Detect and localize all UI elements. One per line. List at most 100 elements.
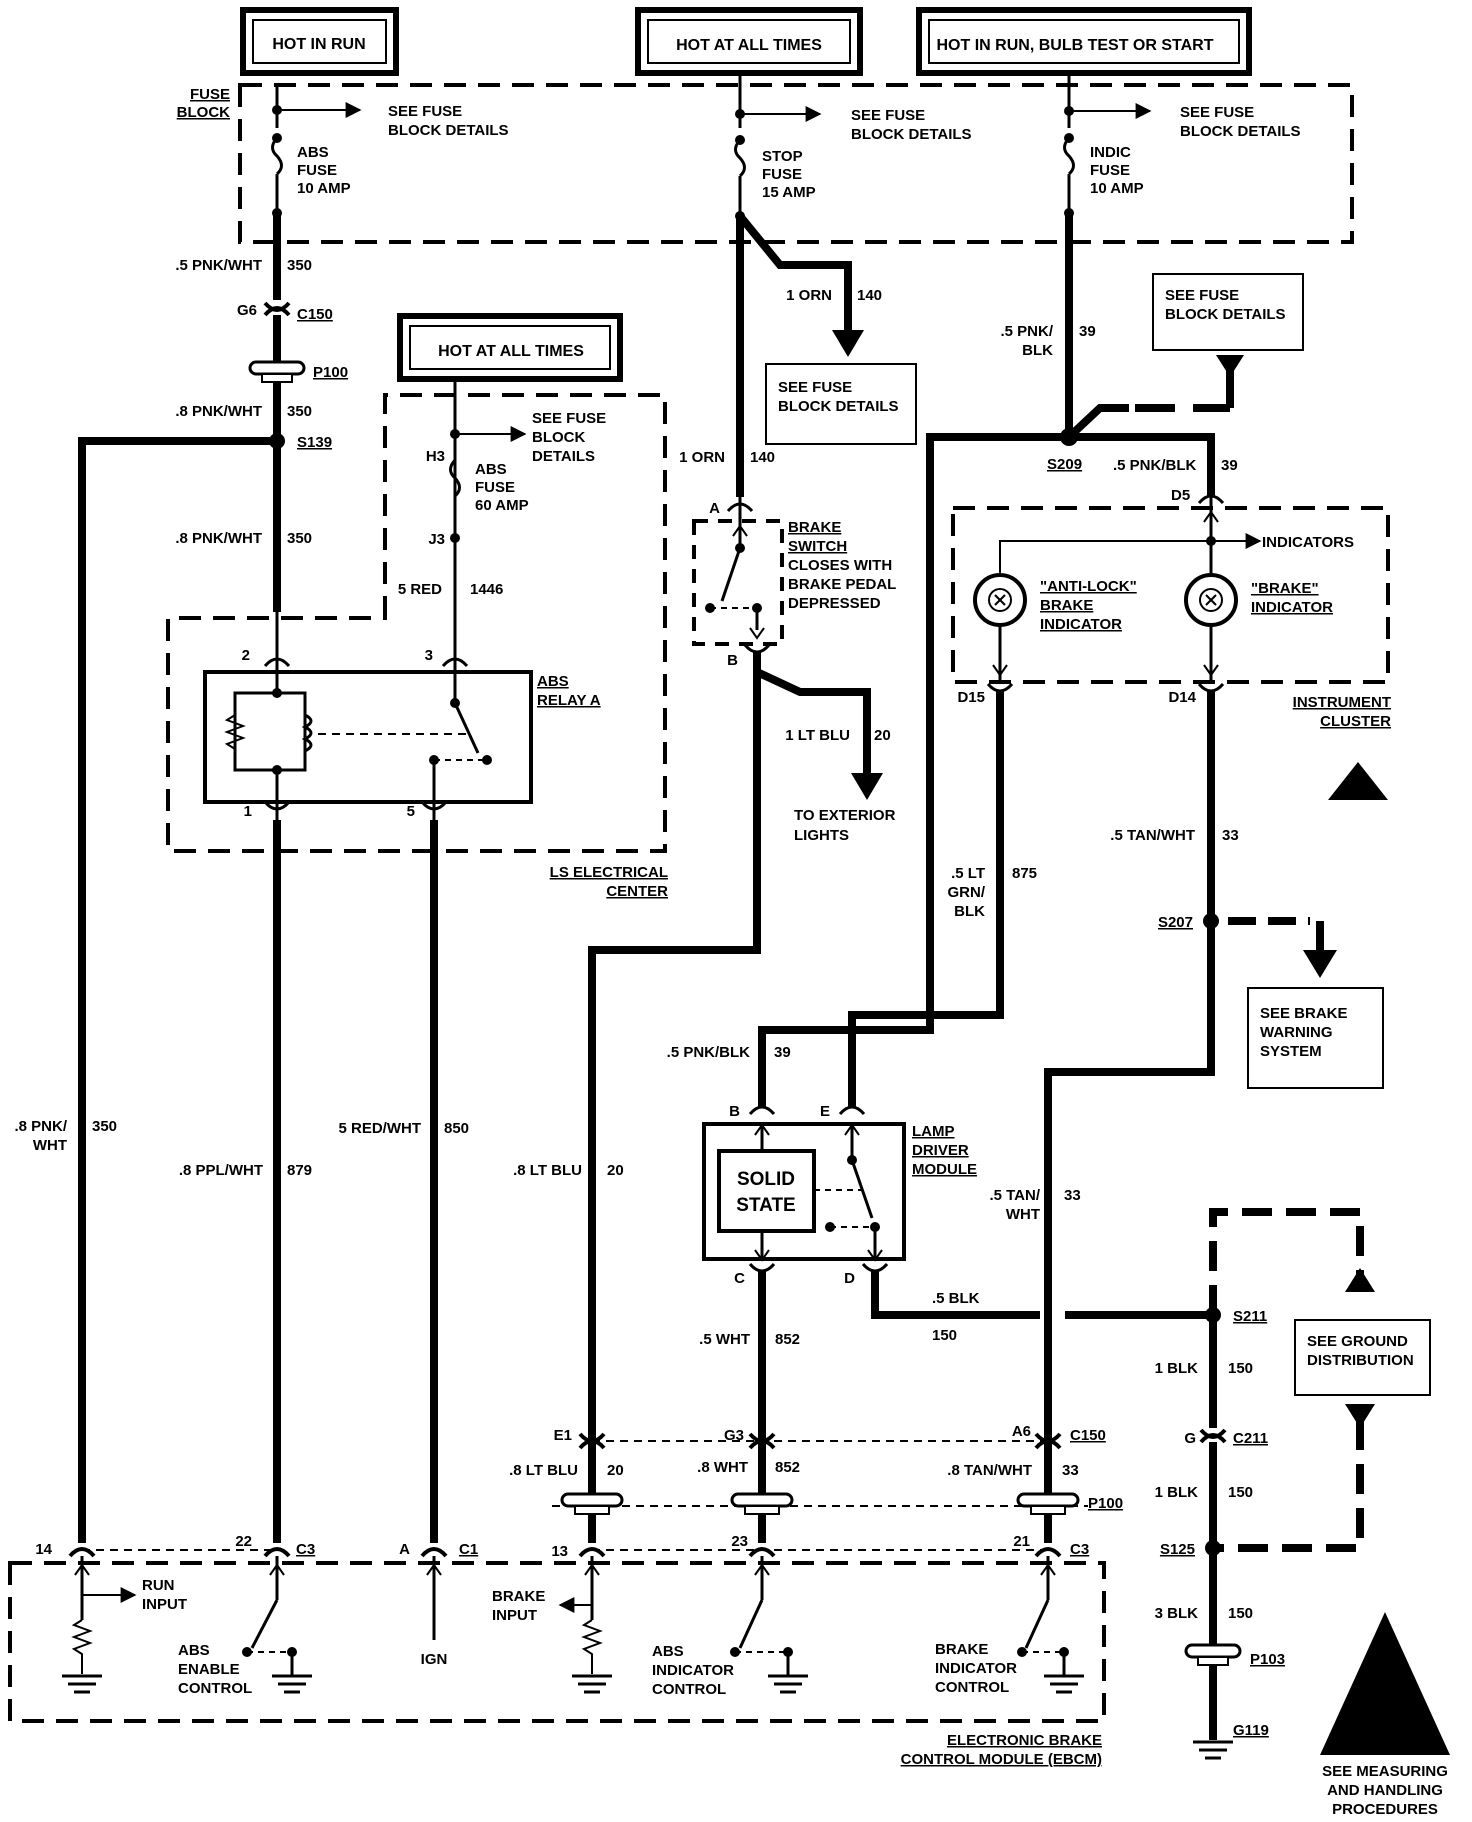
svg-text:INDICATOR: INDICATOR: [1040, 616, 1122, 633]
svg-text:S211: S211: [1233, 1308, 1267, 1325]
svg-text:WARNING: WARNING: [1260, 1024, 1333, 1041]
svg-text:BRAKE PEDAL: BRAKE PEDAL: [788, 576, 896, 593]
svg-text:INDICATORS: INDICATORS: [1262, 534, 1354, 551]
svg-text:RUN: RUN: [142, 1577, 175, 1594]
svg-text:20: 20: [607, 1462, 624, 1479]
esd-warning-icon: [1328, 762, 1388, 800]
svg-text:SEE FUSE: SEE FUSE: [851, 107, 925, 124]
svg-text:5 RED: 5 RED: [398, 581, 442, 598]
see-fuse-block-box-1: SEE FUSE BLOCK DETAILS: [765, 363, 917, 445]
svg-text:CONTROL: CONTROL: [935, 1679, 1009, 1696]
svg-text:.8 LT BLU: .8 LT BLU: [509, 1462, 578, 1479]
ground-distribution: SEE GROUND DISTRIBUTION 1 BLK 150 G C211…: [1155, 1208, 1431, 1760]
svg-text:G: G: [1184, 1430, 1196, 1447]
svg-text:SEE BRAKE: SEE BRAKE: [1260, 1005, 1348, 1022]
svg-text:FUSE: FUSE: [297, 162, 337, 179]
svg-text:ELECTRONIC BRAKE: ELECTRONIC BRAKE: [947, 1732, 1102, 1749]
circuit-39: .5 PNK/ BLK 39 S209 .5 PNK/BLK 39 D5 .5 …: [667, 213, 1244, 1107]
svg-text:350: 350: [287, 257, 312, 274]
svg-text:150: 150: [932, 1327, 957, 1344]
svg-text:SEE FUSE: SEE FUSE: [1180, 104, 1254, 121]
svg-text:FUSE: FUSE: [190, 86, 230, 103]
svg-text:20: 20: [607, 1162, 624, 1179]
svg-text:.8 WHT: .8 WHT: [697, 1459, 748, 1476]
svg-text:FUSE: FUSE: [762, 166, 802, 183]
esd-handling-note: SEE MEASURING AND HANDLING PROCEDURES: [1320, 1612, 1450, 1818]
svg-text:ABS: ABS: [475, 461, 507, 478]
svg-text:SEE MEASURING: SEE MEASURING: [1322, 1763, 1448, 1780]
header-hot-in-run: HOT IN RUN: [240, 7, 399, 76]
svg-text:B: B: [727, 652, 738, 669]
svg-text:1 ORN: 1 ORN: [786, 287, 832, 304]
svg-text:INSTRUMENT: INSTRUMENT: [1293, 694, 1391, 711]
brake-switch: A B BRAKE SWITCH CLOSES WITH BRAKE PEDAL…: [692, 497, 896, 669]
svg-text:D15: D15: [957, 689, 985, 706]
circuit-150-lamp: .5 BLK 150 S211: [871, 1270, 1267, 1344]
header-hot-at-all-times-2: HOT AT ALL TIMES: [397, 313, 623, 382]
svg-text:FUSE: FUSE: [1090, 162, 1130, 179]
svg-text:S125: S125: [1160, 1541, 1195, 1558]
svg-text:C3: C3: [1070, 1541, 1089, 1558]
svg-text:.8 TAN/WHT: .8 TAN/WHT: [947, 1462, 1032, 1479]
svg-text:LS ELECTRICAL: LS ELECTRICAL: [550, 864, 668, 881]
svg-text:FUSE: FUSE: [475, 479, 515, 496]
svg-text:.5 BLK: .5 BLK: [932, 1290, 980, 1307]
esd-warning-large-icon: [1320, 1612, 1450, 1755]
svg-text:P103: P103: [1250, 1651, 1285, 1668]
svg-text:5 RED/WHT: 5 RED/WHT: [339, 1120, 422, 1137]
see-brake-warning-box: SEE BRAKE WARNING SYSTEM: [1247, 987, 1384, 1089]
svg-text:150: 150: [1228, 1360, 1253, 1377]
stop-fuse-15a: SEE FUSE BLOCK DETAILS STOP FUSE 15 AMP: [734, 73, 972, 221]
svg-text:33: 33: [1222, 827, 1239, 844]
svg-text:350: 350: [92, 1118, 117, 1135]
svg-text:21: 21: [1013, 1533, 1030, 1550]
svg-text:10 AMP: 10 AMP: [297, 180, 351, 197]
svg-text:BLOCK: BLOCK: [177, 104, 230, 121]
svg-text:J3: J3: [428, 531, 445, 548]
svg-text:LAMP: LAMP: [912, 1123, 955, 1140]
svg-text:BLOCK DETAILS: BLOCK DETAILS: [851, 126, 972, 143]
svg-text:LIGHTS: LIGHTS: [794, 827, 849, 844]
svg-text:STATE: STATE: [736, 1195, 795, 1216]
svg-text:.8 PNK/WHT: .8 PNK/WHT: [175, 530, 262, 547]
svg-text:.8 LT BLU: .8 LT BLU: [513, 1162, 582, 1179]
svg-text:SYSTEM: SYSTEM: [1260, 1043, 1322, 1060]
svg-text:ABS: ABS: [178, 1642, 210, 1659]
svg-text:.5 LT: .5 LT: [951, 865, 985, 882]
circuit-879-850: .8 PPL/WHT 879 5 RED/WHT 850: [179, 820, 469, 1543]
svg-text:CONTROL: CONTROL: [652, 1681, 726, 1698]
fuse-block: FUSE BLOCK: [177, 83, 1354, 244]
svg-text:INDICATOR: INDICATOR: [935, 1660, 1017, 1677]
svg-text:10 AMP: 10 AMP: [1090, 180, 1144, 197]
svg-text:PROCEDURES: PROCEDURES: [1332, 1801, 1438, 1818]
svg-text:.5 WHT: .5 WHT: [699, 1331, 750, 1348]
svg-text:39: 39: [774, 1044, 791, 1061]
svg-text:DETAILS: DETAILS: [532, 448, 595, 465]
lamp-driver-module: B E SOLID STATE C D LAMP DRIVER MODULE: [702, 1103, 977, 1287]
svg-text:5: 5: [407, 803, 415, 820]
svg-text:ABS: ABS: [652, 1643, 684, 1660]
svg-text:33: 33: [1062, 1462, 1079, 1479]
svg-text:SEE GROUND: SEE GROUND: [1307, 1333, 1408, 1350]
svg-text:HOT AT ALL TIMES: HOT AT ALL TIMES: [676, 37, 822, 54]
header-hot-in-run-bulb-test: HOT IN RUN, BULB TEST OR START: [916, 7, 1252, 76]
svg-text:1 ORN: 1 ORN: [679, 449, 725, 466]
svg-text:.5 PNK/BLK: .5 PNK/BLK: [1113, 457, 1197, 474]
svg-text:"ANTI-LOCK": "ANTI-LOCK": [1040, 578, 1137, 595]
svg-text:BLK: BLK: [954, 903, 985, 920]
svg-text:E1: E1: [554, 1427, 572, 1444]
svg-text:SWITCH: SWITCH: [788, 538, 847, 555]
svg-text:C: C: [734, 1270, 745, 1287]
svg-text:S139: S139: [297, 434, 332, 451]
svg-text:DRIVER: DRIVER: [912, 1142, 969, 1159]
see-fuse-block-box-2: SEE FUSE BLOCK DETAILS: [1152, 273, 1304, 351]
svg-text:AND HANDLING: AND HANDLING: [1327, 1782, 1443, 1799]
svg-text:A: A: [709, 500, 720, 517]
svg-text:1 LT BLU: 1 LT BLU: [785, 727, 850, 744]
svg-text:BLOCK: BLOCK: [532, 429, 585, 446]
svg-text:G119: G119: [1233, 1722, 1269, 1739]
svg-text:CENTER: CENTER: [606, 883, 668, 900]
svg-text:SEE FUSE: SEE FUSE: [1165, 287, 1239, 304]
svg-text:WHT: WHT: [33, 1137, 67, 1154]
svg-text:BLOCK DETAILS: BLOCK DETAILS: [1180, 123, 1301, 140]
